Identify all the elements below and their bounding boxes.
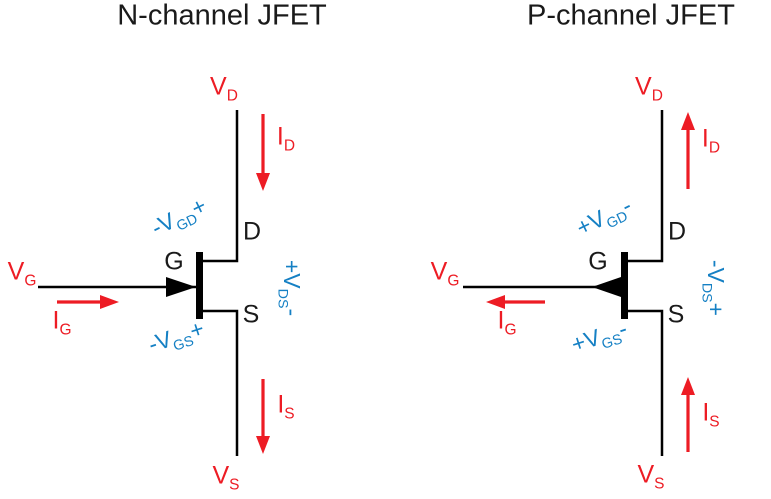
p-vd-symbol: V	[635, 72, 652, 101]
n-id-label: ID	[277, 124, 295, 154]
n-source-lead	[203, 309, 239, 456]
n-ig-subscript: G	[59, 321, 72, 339]
p-vd-subscript: D	[651, 87, 663, 105]
p-ig-subscript: G	[504, 321, 517, 339]
p-id-symbol: I	[701, 124, 709, 153]
n-id-symbol: I	[276, 122, 284, 151]
p-channel-bar	[621, 252, 628, 319]
p-gate-current-arrow-head	[486, 295, 505, 309]
p-vs-label: VS	[637, 462, 664, 492]
p-vds-sub: DS	[698, 282, 715, 303]
n-is-symbol: I	[277, 390, 285, 419]
n-drain-lead	[203, 110, 239, 263]
p-vg-symbol: V	[430, 257, 448, 286]
p-id-subscript: D	[708, 139, 721, 157]
n-vd-symbol: V	[210, 72, 227, 101]
n-vs-symbol: V	[212, 461, 230, 490]
n-is-subscript: S	[284, 405, 295, 423]
n-channel-bar	[196, 252, 203, 319]
n-id-subscript: D	[283, 137, 296, 155]
p-gate-arrow-icon	[592, 277, 621, 297]
p-vgd-pre: +V	[572, 204, 610, 241]
p-vgd-annotation: +VGD-	[572, 192, 637, 244]
p-drain-terminal-label: D	[667, 217, 687, 246]
p-is-symbol: I	[702, 398, 710, 427]
p-diagram-title: P-channel JFET	[527, 0, 735, 32]
p-vg-label: VG	[431, 259, 460, 289]
n-vd-label: VD	[210, 74, 238, 104]
n-vs-label: VS	[212, 463, 239, 493]
p-vg-subscript: G	[447, 272, 460, 290]
n-drain-terminal-label: D	[242, 217, 262, 246]
n-source-terminal-label: S	[242, 300, 260, 329]
p-gate-terminal-label: G	[588, 247, 608, 276]
n-drain-current-arrow-head	[256, 173, 270, 191]
n-gate-current-arrow-head	[100, 295, 119, 309]
p-drain-lead	[628, 110, 664, 263]
p-drain-current-arrow-head	[681, 112, 695, 130]
p-vd-label: VD	[635, 74, 663, 104]
n-is-label: IS	[277, 392, 294, 422]
p-vds-post: +	[702, 302, 729, 317]
p-vs-symbol: V	[637, 460, 655, 489]
p-is-subscript: S	[709, 413, 720, 431]
p-source-current-arrow-head	[681, 377, 695, 395]
n-vd-subscript: D	[226, 87, 238, 105]
n-channel-jfet-symbol	[38, 110, 239, 456]
n-ig-label: IG	[52, 308, 71, 338]
p-vds-pre: -V	[702, 259, 729, 283]
p-vs-subscript: S	[654, 475, 665, 493]
p-vds-annotation: -VDS+	[698, 259, 729, 317]
p-id-label: ID	[702, 126, 720, 156]
n-vg-symbol: V	[7, 257, 25, 286]
n-gate-arrow-icon	[166, 277, 196, 297]
p-source-lead	[628, 309, 664, 456]
n-gate-terminal-label: G	[164, 247, 184, 276]
n-vs-subscript: S	[229, 476, 240, 494]
n-vg-subscript: G	[24, 272, 37, 290]
p-vgs-pre: +V	[567, 323, 604, 358]
n-diagram-title: N-channel JFET	[117, 0, 327, 32]
p-source-terminal-label: S	[667, 300, 685, 329]
p-channel-current-arrows	[486, 112, 695, 452]
n-vg-label: VG	[8, 259, 37, 289]
p-is-label: IS	[702, 400, 719, 430]
n-source-current-arrow-head	[256, 436, 270, 454]
p-vgs-annotation: +VGS-	[567, 315, 632, 361]
p-channel-jfet-symbol	[463, 110, 664, 456]
n-channel-current-arrows	[57, 114, 270, 454]
p-ig-symbol: I	[497, 306, 505, 335]
n-ig-symbol: I	[52, 306, 60, 335]
p-ig-label: IG	[497, 308, 516, 338]
